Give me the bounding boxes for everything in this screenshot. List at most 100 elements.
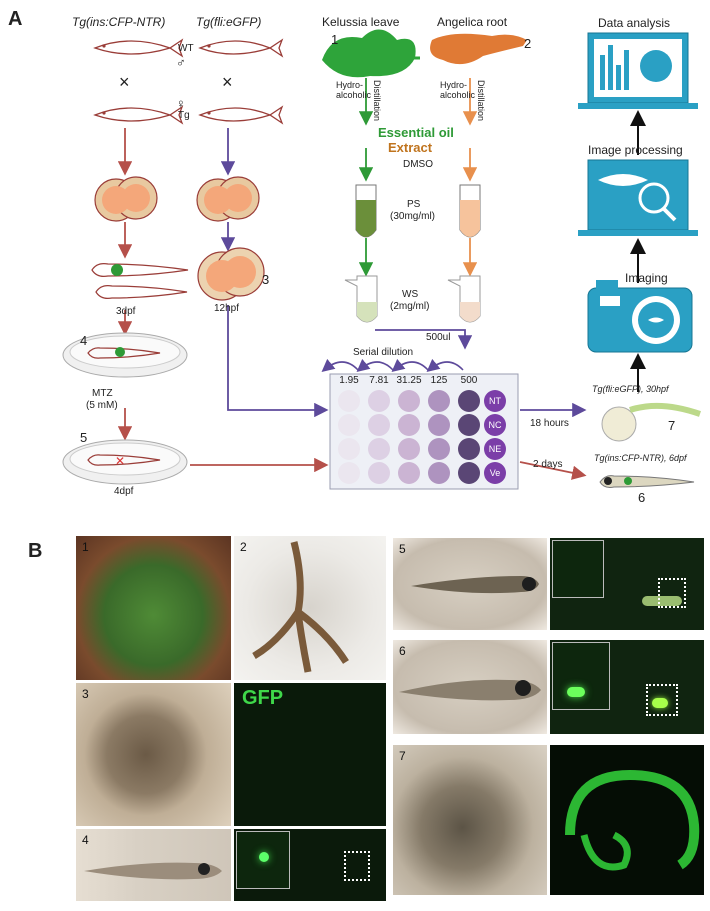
photo-fli-embryo-brightfield-7: 7 (393, 745, 547, 895)
photo-kelussia-leaves: 1 (76, 536, 231, 680)
step-number-5: 5 (80, 430, 88, 445)
mtz-label: MTZ (92, 388, 113, 399)
well (458, 390, 480, 412)
ws-label: WS (402, 289, 419, 300)
well (368, 462, 390, 484)
stage-4dpf: 4dpf (114, 486, 134, 497)
concentration-label: 31.25 (396, 375, 422, 386)
larva-drawing (399, 679, 541, 701)
concentration-label: 500 (460, 375, 478, 386)
petri-dish-group: ✕ (62, 332, 188, 485)
step-number-3: 3 (262, 272, 270, 287)
concentration-label: 1.95 (339, 375, 359, 386)
hydro-label: Hydro-alcoholic (336, 80, 372, 100)
photo-number: 5 (399, 542, 406, 556)
larva-drawing (411, 576, 539, 594)
well (398, 414, 420, 436)
svg-text:✕: ✕ (115, 454, 125, 468)
kelussia-leaf-shape (322, 29, 420, 78)
zoom-inset (552, 540, 604, 598)
panel-label-b: B (28, 540, 43, 562)
cross-symbol: × (222, 72, 233, 92)
photo-number: 2 (240, 540, 247, 554)
tg-label: Tg (178, 110, 190, 121)
well (398, 462, 420, 484)
zoom-inset (552, 642, 610, 710)
photo-fli-embryo-gfp: GFP (234, 683, 386, 826)
photo-number: 6 (399, 644, 406, 658)
dmso-label: DMSO (403, 159, 433, 170)
step-number-7: 7 (668, 418, 676, 433)
ws-concentration: (2mg/ml) (390, 301, 430, 312)
photo-angelica-root: 2 (234, 536, 386, 680)
distillation-label: Distillation (476, 80, 486, 122)
stage-3dpf: 3dpf (116, 306, 136, 317)
well (458, 438, 480, 460)
kelussia-title: Kelussia leave (322, 15, 400, 29)
image-processing-label: Image processing (588, 143, 683, 157)
vasculature-drawing (565, 769, 700, 871)
ps-concentration: (30mg/ml) (390, 211, 436, 222)
mtz-concentration: (5 mM) (86, 400, 118, 411)
fish-icon (93, 105, 184, 125)
well (458, 462, 480, 484)
step-number-2: 2 (524, 36, 532, 51)
photo-number: 4 (82, 833, 89, 847)
step-number-4: 4 (80, 333, 88, 348)
photo-number: 7 (399, 749, 406, 763)
wt-label: WT (178, 43, 194, 54)
larva-group (91, 263, 189, 299)
well (338, 462, 360, 484)
tube-group (344, 184, 481, 323)
control-well-ne: NE (484, 438, 506, 460)
photo-larva-gfp-4 (234, 829, 386, 901)
photo-larva-brightfield-4: 4 (76, 829, 231, 901)
control-well-nc: NC (484, 414, 506, 436)
photo-larva-brightfield-6: 6 (393, 640, 547, 734)
step-number-6: 6 (638, 490, 646, 505)
photo-larva-brightfield-5: 5 (393, 538, 547, 630)
zoom-region-box (344, 851, 370, 881)
duration-18h: 18 hours (530, 418, 569, 429)
outcome-larva-7 (601, 402, 701, 442)
concentration-label: 125 (430, 375, 448, 386)
hydro-label: Hydro-alcoholic (440, 80, 476, 100)
well (428, 414, 450, 436)
outcome-ins-label: Tg(ins:CFP-NTR), 6dpf (594, 453, 687, 463)
zoom-region-box (658, 578, 686, 608)
well (458, 414, 480, 436)
well (338, 414, 360, 436)
embryo-egg-group (94, 176, 265, 301)
well (428, 438, 450, 460)
fish-icon (198, 105, 284, 125)
angelica-root-shape (430, 33, 527, 65)
camera-icon (587, 280, 693, 353)
extract-label: Extract (388, 140, 433, 155)
well (368, 390, 390, 412)
image-processing-monitor (578, 159, 698, 236)
imaging-label: Imaging (625, 271, 668, 285)
well (368, 438, 390, 460)
well (428, 390, 450, 412)
control-well-ve: Ve (484, 462, 506, 484)
well (368, 414, 390, 436)
line-title-fli: Tg(fli:eGFP) (196, 15, 262, 29)
zoom-region-box (646, 684, 678, 716)
step-number-1: 1 (331, 32, 339, 47)
cross-symbol: × (119, 72, 130, 92)
photo-fli-embryo-brightfield: 3 (76, 683, 231, 826)
well-grid (334, 390, 516, 486)
essential-oil-label: Essential oil (378, 125, 454, 140)
volume-label: 500ul (426, 332, 451, 343)
well (428, 462, 450, 484)
well (338, 390, 360, 412)
female-symbol: ♀ (176, 96, 186, 111)
concentration-label: 7.81 (369, 375, 389, 386)
photo-larva-gfp-6 (550, 640, 704, 734)
stage-12hpf: 12hpf (214, 303, 240, 314)
photo-number: 1 (82, 540, 89, 554)
male-symbol: ♂ (176, 55, 186, 70)
photo-larva-gfp-5 (550, 538, 704, 630)
data-analysis-label: Data analysis (598, 16, 671, 30)
fish-icon (198, 38, 284, 58)
